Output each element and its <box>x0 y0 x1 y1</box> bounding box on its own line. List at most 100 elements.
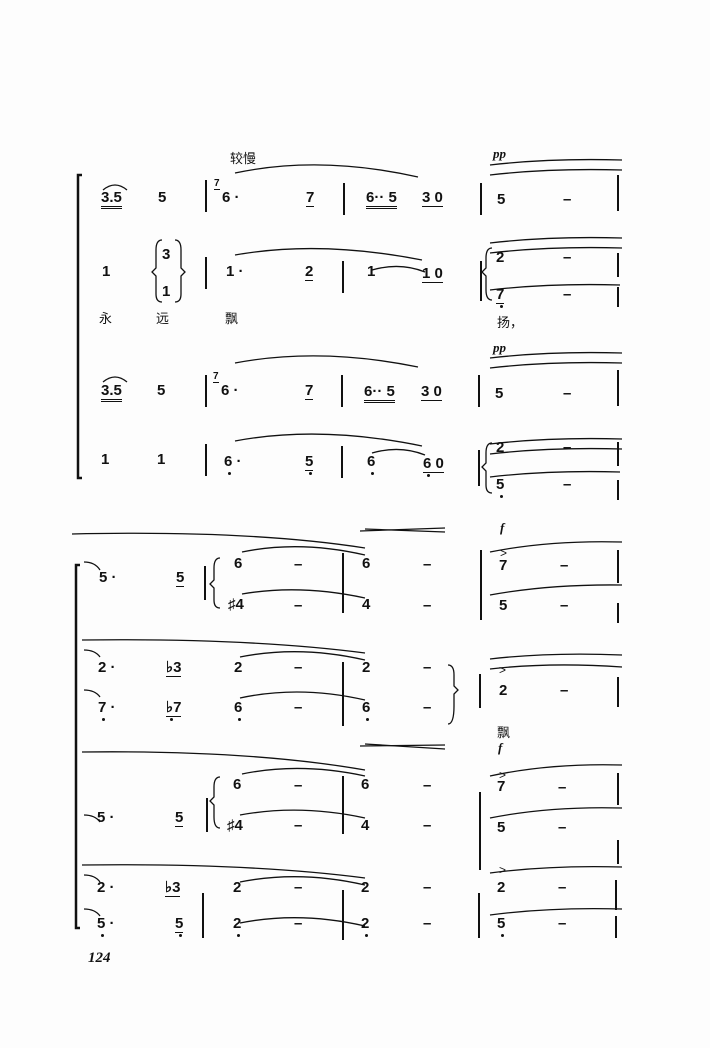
note: 6·· 5 <box>366 190 397 209</box>
barline <box>205 444 207 476</box>
barline <box>617 480 619 500</box>
note: 1 <box>157 451 166 468</box>
barline <box>480 261 482 301</box>
note: ♭3 <box>165 879 181 897</box>
note: 2 · <box>97 879 115 896</box>
note: 2 <box>496 439 505 456</box>
dash: – <box>558 819 567 836</box>
note: 5 <box>497 915 506 937</box>
note: 7 <box>499 557 508 574</box>
note: 5 <box>497 819 506 836</box>
dash: – <box>423 817 432 834</box>
dash: – <box>423 915 432 932</box>
note: 6 <box>233 776 242 793</box>
lyric: 扬， <box>497 316 524 331</box>
note: 5 <box>497 191 506 208</box>
dash: – <box>558 779 567 796</box>
note: 7 <box>496 286 505 308</box>
lyric: 飘 <box>497 726 511 741</box>
note: 4 <box>362 596 371 613</box>
dash: – <box>563 286 572 303</box>
barline <box>617 773 619 805</box>
accent-mark: > <box>500 546 508 560</box>
note: 7 <box>497 778 506 795</box>
barline <box>617 253 619 277</box>
page-number: 124 <box>88 950 111 966</box>
note: 5 <box>175 809 184 827</box>
note: 6 0 <box>423 455 444 477</box>
barline <box>341 446 343 478</box>
barline <box>480 550 482 620</box>
dash: – <box>423 659 432 676</box>
note: 6 · <box>221 382 239 399</box>
barline <box>617 175 619 211</box>
grace-note: 7 <box>214 178 220 190</box>
dash: – <box>563 249 572 266</box>
dash: – <box>294 597 303 614</box>
note: 1 0 <box>422 265 443 283</box>
dynamic-pp: pp <box>493 146 506 161</box>
dash: – <box>294 817 303 834</box>
accent-mark: > <box>499 768 507 782</box>
barline <box>617 550 619 583</box>
dynamic-f: f <box>500 520 505 535</box>
note: 5 <box>158 189 167 206</box>
barline <box>204 566 206 600</box>
note: 6 · <box>224 453 242 475</box>
note: 5 <box>157 382 166 399</box>
note: 6 <box>234 699 243 721</box>
note: 4 <box>361 817 370 834</box>
dash: – <box>563 439 572 456</box>
dash: – <box>423 777 432 794</box>
note: 2 <box>233 879 242 896</box>
note: 5 · <box>97 809 115 826</box>
note: 2 <box>362 659 371 676</box>
accent-mark: > <box>499 863 507 877</box>
note: 6·· 5 <box>364 384 395 403</box>
barline <box>202 893 204 938</box>
dash: – <box>294 879 303 896</box>
note: 2 <box>305 263 314 281</box>
note: ♯4 <box>228 596 244 613</box>
note: 6 · <box>222 189 240 206</box>
barline <box>342 890 344 940</box>
note: 7 <box>306 189 315 207</box>
note: 5 <box>495 385 504 402</box>
note: 5 · <box>97 915 115 937</box>
dash: – <box>294 556 303 573</box>
note: ♭7 <box>166 699 182 721</box>
barline <box>480 183 482 215</box>
dynamic-f: f <box>498 740 503 755</box>
dash: – <box>560 557 569 574</box>
note: 6 <box>362 555 371 572</box>
barline <box>617 840 619 864</box>
barline <box>479 674 481 708</box>
note: 6 <box>234 555 243 572</box>
barline <box>617 677 619 707</box>
note: 2 <box>361 915 370 937</box>
barline <box>206 798 208 832</box>
note: 2 <box>234 659 243 676</box>
note: 5 <box>496 476 505 498</box>
tempo-marking: 较慢 <box>230 152 257 167</box>
accent-mark: > <box>499 663 507 677</box>
barline <box>342 261 344 293</box>
note: 7 <box>305 382 314 400</box>
barline <box>615 916 617 938</box>
barline <box>615 880 617 910</box>
lyric: 永 <box>99 312 113 327</box>
barline <box>617 603 619 623</box>
note: 3 0 <box>421 383 442 401</box>
barline <box>478 375 480 407</box>
note: 5 <box>305 453 314 475</box>
note: 3.5 <box>101 383 122 402</box>
note: 6 <box>367 453 376 475</box>
note: ♯4 <box>227 817 243 834</box>
barline <box>617 370 619 406</box>
note: 3 0 <box>422 189 443 207</box>
dash: – <box>563 476 572 493</box>
dash: – <box>294 659 303 676</box>
barline <box>478 450 480 486</box>
dash: – <box>560 682 569 699</box>
